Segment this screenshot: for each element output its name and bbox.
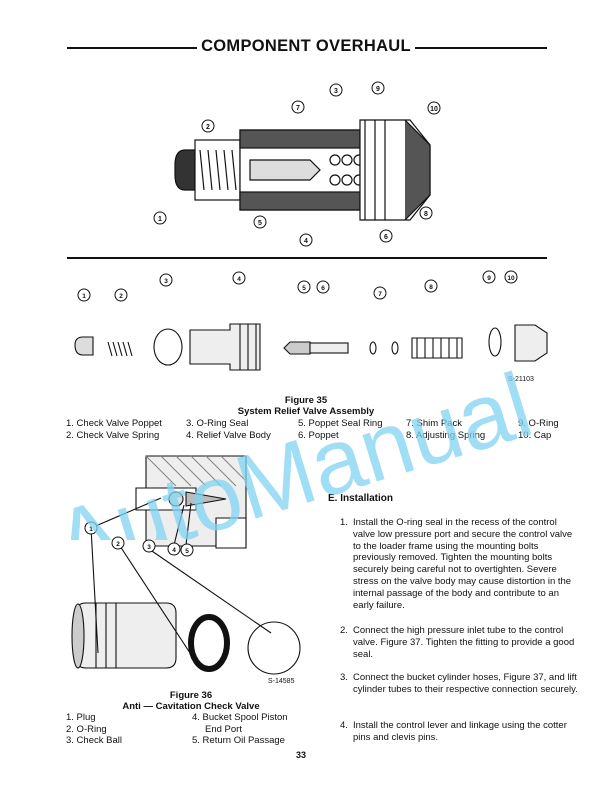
step-text: Install the control lever and linkage us… bbox=[353, 720, 567, 743]
fig36-callout-2: 2 bbox=[116, 541, 120, 548]
callout-2: 2 bbox=[206, 124, 210, 131]
legend-item: 7. Shim Pack bbox=[406, 418, 462, 429]
legend-item: 9. O-Ring bbox=[518, 418, 559, 429]
installation-step: 3. Connect the bucket cylinder hoses, Fi… bbox=[340, 672, 580, 712]
figure35-code: S-21103 bbox=[508, 376, 534, 383]
legend-item: 1. Plug bbox=[66, 712, 96, 723]
section-divider bbox=[67, 257, 547, 259]
callout-8: 8 bbox=[424, 211, 428, 218]
page-number: 33 bbox=[296, 750, 307, 760]
fig36-callout-3: 3 bbox=[147, 544, 151, 551]
part-callout-4: 4 bbox=[237, 276, 241, 283]
fig36-callout-5: 5 bbox=[185, 548, 189, 555]
legend-item: 5. Return Oil Passage bbox=[192, 735, 285, 746]
step-text: Connect the bucket cylinder hoses, Figur… bbox=[353, 672, 578, 695]
part-callout-1: 1 bbox=[82, 293, 86, 300]
relief-valve-cutaway-illustration: 1 2 3 4 5 6 7 8 9 10 bbox=[153, 81, 441, 247]
callout-4: 4 bbox=[304, 238, 308, 245]
part-callout-7: 7 bbox=[378, 291, 382, 298]
legend-item: 8. Adjusting Spring bbox=[406, 429, 486, 441]
legend-item: 4. Bucket Spool Piston bbox=[192, 712, 288, 723]
legend-item: 10. Cap bbox=[518, 429, 552, 441]
installation-heading: E. Installation bbox=[328, 493, 394, 504]
part-callout-3: 3 bbox=[164, 278, 168, 285]
part-callout-9: 9 bbox=[487, 275, 491, 282]
installation-step: 4. Install the control lever and linkage… bbox=[340, 720, 580, 750]
legend-item: 2. Check Valve Spring bbox=[66, 429, 160, 441]
legend-item: 6. Poppet bbox=[298, 429, 339, 441]
callout-7: 7 bbox=[296, 105, 300, 112]
figure35-number: Figure 35 bbox=[284, 395, 328, 406]
header: COMPONENT OVERHAUL bbox=[0, 37, 612, 56]
installation-step: 2. Connect the high pressure inlet tube … bbox=[340, 625, 580, 665]
installation-step: 1. Install the O-ring seal in the recess… bbox=[340, 517, 580, 617]
figure36-title: Figure 36 Anti — Cavitation Check Valve bbox=[66, 690, 316, 712]
step-text: Connect the high pressure inlet tube to … bbox=[353, 625, 575, 660]
legend-item: 5. Poppet Seal Ring bbox=[298, 418, 383, 429]
legend-item: 1. Check Valve Poppet bbox=[66, 418, 162, 429]
step-number: 4. bbox=[340, 720, 348, 731]
fig36-callout-1: 1 bbox=[89, 526, 93, 533]
callout-6: 6 bbox=[384, 234, 388, 241]
legend-item: 3. Check Ball bbox=[66, 735, 122, 746]
figure35-name: System Relief Valve Assembly bbox=[237, 406, 375, 417]
relief-valve-exploded-parts-illustration: 1 2 3 4 5 6 7 8 9 10 bbox=[74, 270, 548, 371]
step-number: 2. bbox=[340, 625, 348, 636]
step-text: Install the O-ring seal in the recess of… bbox=[353, 517, 573, 611]
part-callout-2: 2 bbox=[119, 293, 123, 300]
part-callout-10: 10 bbox=[507, 275, 515, 282]
legend-item: End Port bbox=[205, 723, 242, 735]
legend-item: 4. Relief Valve Body bbox=[186, 429, 271, 441]
step-number: 3. bbox=[340, 672, 348, 683]
anti-cavitation-valve-illustration: 1 2 3 4 5 bbox=[71, 455, 301, 675]
part-callout-6: 6 bbox=[321, 285, 325, 292]
figure36-number: Figure 36 bbox=[169, 690, 213, 701]
figure36-code: S-14585 bbox=[268, 678, 295, 685]
callout-1: 1 bbox=[158, 216, 162, 223]
callout-10: 10 bbox=[430, 106, 438, 113]
part-callout-8: 8 bbox=[429, 284, 433, 291]
figure35-title: Figure 35 System Relief Valve Assembly bbox=[170, 395, 442, 417]
page-title: COMPONENT OVERHAUL bbox=[197, 37, 415, 55]
figure36-name: Anti — Cavitation Check Valve bbox=[122, 701, 260, 712]
fig36-callout-4: 4 bbox=[172, 547, 176, 554]
legend-item: 2. O-Ring bbox=[66, 723, 107, 735]
callout-9: 9 bbox=[376, 86, 380, 93]
callout-5: 5 bbox=[258, 220, 262, 227]
callout-3: 3 bbox=[334, 88, 338, 95]
legend-item: 3. O-Ring Seal bbox=[186, 418, 249, 429]
part-callout-5: 5 bbox=[302, 285, 306, 292]
step-number: 1. bbox=[340, 517, 348, 528]
